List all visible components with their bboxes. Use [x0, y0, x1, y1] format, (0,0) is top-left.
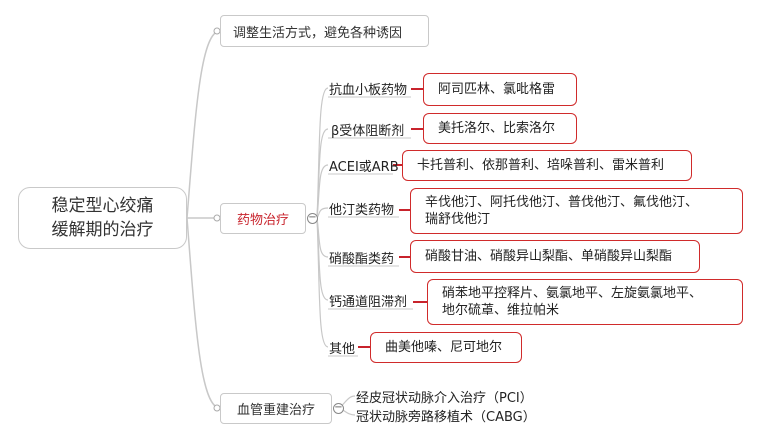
leaf-text-line2: 瑞舒伐他汀: [425, 212, 491, 227]
leaf-statin-drugs[interactable]: 辛伐他汀、阿托伐他汀、普伐他汀、氟伐他汀、 瑞舒伐他汀: [410, 188, 743, 234]
leaf-antiplatelet-drugs[interactable]: 阿司匹林、氯吡格雷: [423, 73, 577, 106]
category-label: 钙通道阻滞剂: [329, 294, 408, 310]
category-label: ACEI或ARB: [329, 159, 399, 175]
branch-revascularization-label: 血管重建治疗: [236, 403, 315, 418]
leaf-ccb-drugs[interactable]: 硝苯地平控释片、氨氯地平、左旋氨氯地平、 地尔硫䓬、维拉帕米: [427, 279, 743, 325]
leaf-nitrate-drugs[interactable]: 硝酸甘油、硝酸异山梨酯、单硝酸异山梨酯: [410, 240, 700, 273]
leaf-text: 曲美他嗪、尼可地尔: [385, 340, 503, 355]
category-nitrates[interactable]: 硝酸酯类药: [329, 248, 395, 267]
branch-revascularization[interactable]: 血管重建治疗: [220, 393, 332, 424]
category-acei-arb[interactable]: ACEI或ARB: [329, 156, 399, 175]
revasc-item-pci[interactable]: 经皮冠状动脉介入治疗（PCI）: [356, 388, 533, 406]
leaf-acei-arb-drugs[interactable]: 卡托普利、依那普利、培哚普利、雷米普利: [402, 150, 692, 181]
category-statins[interactable]: 他汀类药物: [329, 199, 395, 218]
branch-drug-treatment[interactable]: 药物治疗: [220, 203, 306, 234]
revasc-item-label: 经皮冠状动脉介入治疗（PCI）: [356, 390, 533, 406]
leaf-text-line1: 辛伐他汀、阿托伐他汀、普伐他汀、氟伐他汀、: [425, 195, 699, 210]
category-label: 抗血小板药物: [329, 82, 408, 98]
root-title-line1: 稳定型心绞痛: [51, 196, 154, 216]
leaf-text-line1: 硝苯地平控释片、氨氯地平、左旋氨氯地平、: [442, 286, 703, 301]
branch-lifestyle-label: 调整生活方式，避免各种诱因: [233, 25, 403, 41]
leaf-beta-blocker-drugs[interactable]: 美托洛尔、比索洛尔: [423, 113, 577, 144]
revasc-item-label: 冠状动脉旁路移植术（CABG）: [356, 409, 536, 425]
root-title-line2: 缓解期的治疗: [51, 220, 154, 240]
leaf-text: 硝酸甘油、硝酸异山梨酯、单硝酸异山梨酯: [425, 249, 673, 264]
category-beta-blocker[interactable]: β受体阻断剂: [331, 120, 405, 139]
collapse-revasc-icon[interactable]: −: [333, 402, 344, 414]
category-antiplatelet[interactable]: 抗血小板药物: [329, 79, 408, 98]
collapse-drug-icon[interactable]: −: [307, 212, 318, 224]
leaf-text: 美托洛尔、比索洛尔: [438, 121, 556, 136]
category-label: 其他: [329, 341, 356, 357]
leaf-text: 阿司匹林、氯吡格雷: [438, 82, 556, 97]
leaf-text: 卡托普利、依那普利、培哚普利、雷米普利: [417, 158, 665, 173]
branch-lifestyle[interactable]: 调整生活方式，避免各种诱因: [220, 15, 429, 47]
leaf-text-line2: 地尔硫䓬、维拉帕米: [442, 303, 560, 318]
root-node[interactable]: 稳定型心绞痛 缓解期的治疗: [18, 187, 187, 249]
category-label: 硝酸酯类药: [329, 251, 395, 267]
category-label: 他汀类药物: [329, 202, 395, 218]
leaf-other-drugs[interactable]: 曲美他嗪、尼可地尔: [370, 332, 522, 363]
category-ccb[interactable]: 钙通道阻滞剂: [329, 291, 408, 310]
category-label: β受体阻断剂: [331, 123, 405, 139]
category-other[interactable]: 其他: [329, 338, 356, 357]
branch-drug-treatment-label: 药物治疗: [236, 213, 289, 228]
revasc-item-cabg[interactable]: 冠状动脉旁路移植术（CABG）: [356, 407, 536, 425]
